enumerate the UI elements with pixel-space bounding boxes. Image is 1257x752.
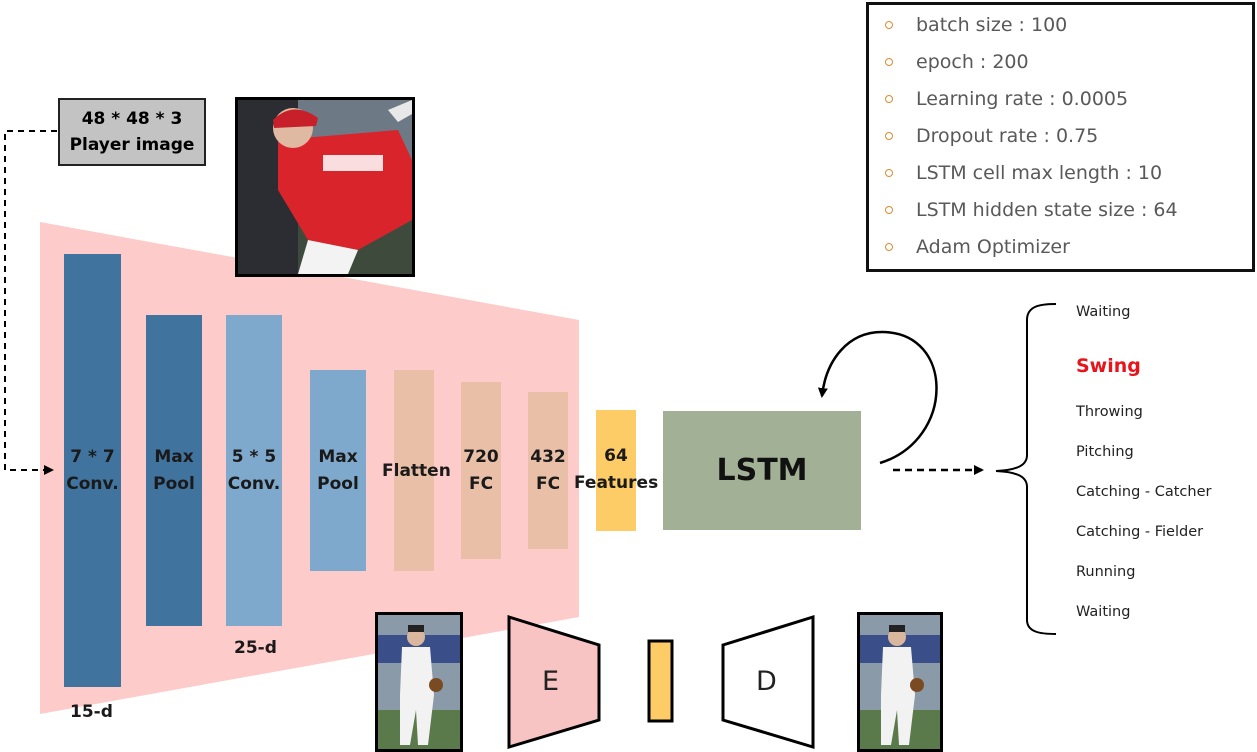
output-class: Waiting <box>1076 304 1131 320</box>
decoder-label: D <box>756 666 777 697</box>
fc432-layer: 432 FC <box>528 392 568 549</box>
batter-photo-icon <box>238 100 412 274</box>
input-size-label: 48 * 48 * 3 <box>81 109 183 129</box>
latent-bar <box>647 639 674 723</box>
output-class: Catching - Fielder <box>1076 524 1204 540</box>
fc720-layer: 720 FC <box>461 382 501 559</box>
lstm-label: LSTM <box>716 453 808 488</box>
encoder-label: E <box>542 666 560 697</box>
maxpool2-label: Max Pool <box>317 446 359 494</box>
param-item: Adam Optimizer <box>885 233 1252 270</box>
output-class: Running <box>1076 564 1136 580</box>
output-brace <box>995 303 1057 635</box>
bullet-icon <box>885 132 893 140</box>
conv2-label: 5 * 5 Conv. <box>227 446 281 494</box>
bullet-icon <box>885 21 893 29</box>
output-class: Waiting <box>1076 604 1131 620</box>
param-item: LSTM hidden state size : 64 <box>885 196 1252 233</box>
hyperparameter-list: batch size : 100 epoch : 200 Learning ra… <box>869 5 1252 270</box>
decoder-shape <box>721 614 815 750</box>
bullet-icon <box>885 58 893 66</box>
features-label: 64 Features <box>574 446 659 493</box>
player-image <box>235 97 415 277</box>
param-item: batch size : 100 <box>885 11 1252 48</box>
fc720-label: 720 FC <box>463 446 499 494</box>
conv1-layer: 7 * 7 Conv. <box>64 254 121 687</box>
autoencoder-output-image <box>857 612 943 752</box>
maxpool1-layer: Max Pool <box>146 315 202 626</box>
features-layer: 64 Features <box>574 410 658 531</box>
lstm-loop-arrow <box>817 330 938 465</box>
bullet-icon <box>885 95 893 103</box>
maxpool1-label: Max Pool <box>153 446 195 494</box>
conv2-layer: 5 * 5 Conv. <box>226 315 282 626</box>
bullet-icon <box>885 243 893 251</box>
output-class: Throwing <box>1076 404 1143 420</box>
param-item: Learning rate : 0.0005 <box>885 85 1252 122</box>
output-class-highlighted: Swing <box>1076 355 1141 377</box>
lstm-block: LSTM <box>663 411 861 530</box>
maxpool2-layer: Max Pool <box>310 370 366 571</box>
hyperparameter-box: batch size : 100 epoch : 200 Learning ra… <box>866 2 1255 272</box>
input-name-label: Player image <box>69 135 195 155</box>
param-item: Dropout rate : 0.75 <box>885 122 1252 159</box>
pitcher-photo-icon <box>378 615 460 749</box>
pitcher-photo-icon <box>860 615 940 749</box>
bullet-icon <box>885 206 893 214</box>
conv1-label: 7 * 7 Conv. <box>66 446 119 494</box>
conv1-dim-label: 15-d <box>70 702 113 722</box>
input-label-box: 48 * 48 * 3 Player image <box>58 98 206 166</box>
param-item: epoch : 200 <box>885 48 1252 85</box>
input-arrow <box>4 130 57 475</box>
flatten-label: Flatten <box>382 461 451 481</box>
param-item: LSTM cell max length : 10 <box>885 159 1252 196</box>
autoencoder-input-image <box>375 612 463 752</box>
fc432-label: 432 FC <box>530 446 566 494</box>
flatten-layer: Flatten <box>382 370 451 571</box>
output-class: Catching - Catcher <box>1076 484 1212 500</box>
bullet-icon <box>885 169 893 177</box>
conv2-dim-label: 25-d <box>234 638 277 658</box>
output-class: Pitching <box>1076 444 1134 460</box>
encoder-shape <box>507 614 601 750</box>
